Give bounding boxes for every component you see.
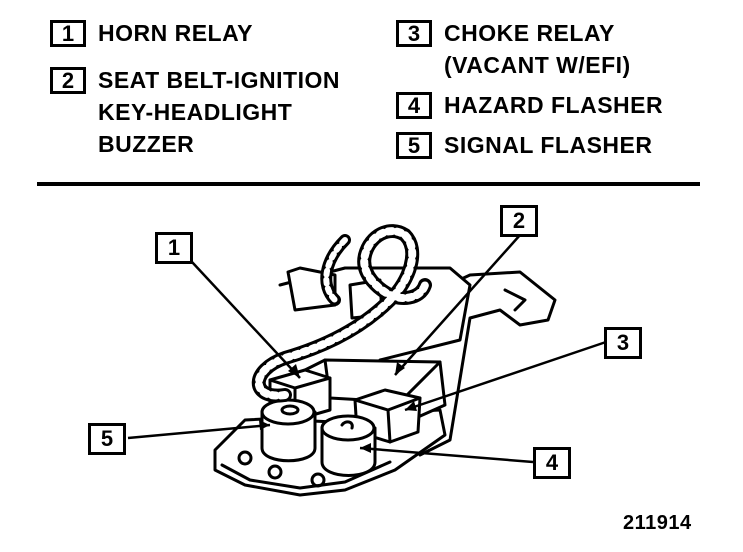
- legend-number: 5: [396, 132, 432, 159]
- legend-item-choke-relay: 3 CHOKE RELAY (VACANT W/EFI): [396, 20, 631, 81]
- leader-line-3: [404, 340, 607, 412]
- legend-item-horn-relay: 1 HORN RELAY: [50, 20, 253, 49]
- callout-4: 4: [533, 447, 571, 479]
- figure-id: 211914: [623, 512, 692, 534]
- legend-number: 2: [50, 67, 86, 94]
- legend-number: 3: [396, 20, 432, 47]
- legend-label: HAZARD FLASHER: [444, 92, 664, 118]
- signal-flasher-can: [260, 410, 317, 463]
- callout-5: 5: [88, 423, 126, 455]
- legend-item-buzzer: 2 SEAT BELT-IGNITION KEY-HEADLIGHT BUZZE…: [50, 67, 340, 160]
- callout-1: 1: [155, 232, 193, 264]
- legend-label: CHOKE RELAY (VACANT W/EFI): [444, 20, 631, 78]
- leader-line-2: [394, 234, 521, 376]
- legend-item-hazard-flasher: 4 HAZARD FLASHER: [396, 92, 663, 121]
- leader-line-1: [191, 261, 301, 379]
- legend-label: SIGNAL FLASHER: [444, 132, 653, 158]
- legend-label: SEAT BELT-IGNITION KEY-HEADLIGHT BUZZER: [98, 67, 340, 157]
- section-divider: [37, 182, 700, 186]
- legend-item-signal-flasher: 5 SIGNAL FLASHER: [396, 132, 652, 161]
- leader-line-5: [127, 423, 271, 440]
- leader-line-4: [359, 446, 534, 464]
- callout-3: 3: [604, 327, 642, 359]
- legend-number: 4: [396, 92, 432, 119]
- callout-2: 2: [500, 205, 538, 237]
- legend-number: 1: [50, 20, 86, 47]
- legend-label: HORN RELAY: [98, 20, 253, 46]
